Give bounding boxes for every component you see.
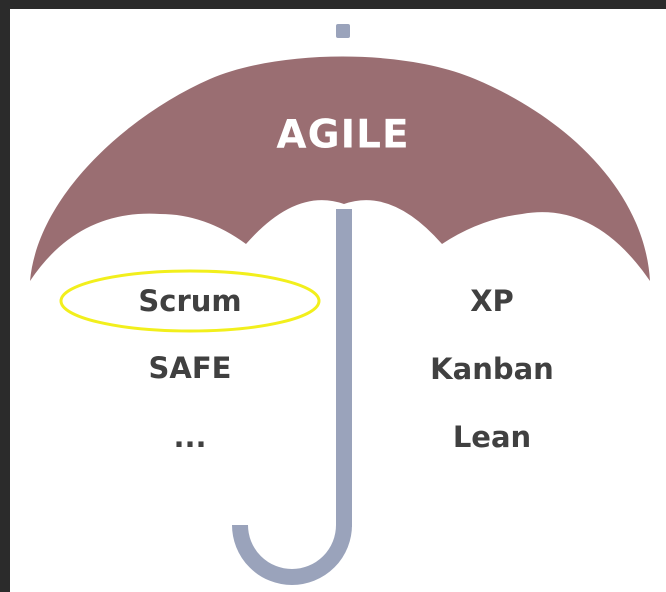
umbrella-canopy bbox=[30, 56, 650, 281]
left-method-safe: SAFE bbox=[148, 351, 232, 385]
umbrella-tip bbox=[336, 24, 350, 38]
right-method-kanban: Kanban bbox=[430, 352, 554, 386]
diagram-canvas: AGILE Scrum SAFE ... XP Kanban Lean bbox=[10, 9, 666, 592]
left-method-scrum: Scrum bbox=[138, 284, 242, 318]
right-method-xp: XP bbox=[470, 284, 514, 318]
umbrella-hook bbox=[232, 524, 352, 585]
umbrella-graphic bbox=[30, 24, 650, 585]
right-method-lean: Lean bbox=[452, 420, 532, 454]
umbrella-title: AGILE bbox=[276, 112, 410, 158]
left-method-ellipsis: ... bbox=[173, 420, 207, 454]
scrum-highlight-ellipse bbox=[59, 269, 321, 333]
umbrella-shaft bbox=[336, 209, 352, 527]
